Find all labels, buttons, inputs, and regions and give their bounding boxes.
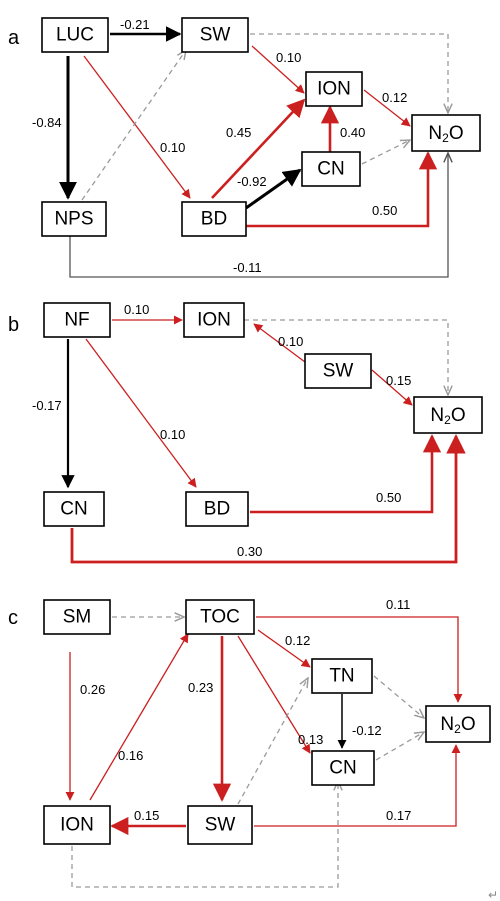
arrow-b-nf-bd	[85, 338, 197, 488]
arrow-a-luc-bd	[83, 55, 191, 199]
node-c-toc-box	[185, 599, 255, 635]
panel-c: c SM TOC TN N2O CN ION SW 0.11 0.12 0.26…	[8, 597, 491, 888]
arrow-c-toc-tn	[257, 629, 311, 668]
node-b-nf-box	[43, 302, 111, 338]
arrow-c-toc-cn	[237, 635, 311, 754]
arrow-c-sw-tn	[237, 678, 308, 805]
node-a-ion-box	[305, 71, 363, 107]
node-a-n2o: N2O	[428, 123, 463, 146]
node-b-cn: CN	[60, 499, 87, 520]
node-a-bd-box	[181, 201, 247, 237]
coef-a-sw-ion: 0.10	[276, 50, 301, 65]
coef-b-nf-bd: 0.10	[160, 427, 185, 442]
coef-a-bd-n2o: 0.50	[372, 203, 397, 218]
node-c-cn: CN	[329, 758, 356, 779]
coef-b-sw-ion: 0.10	[278, 334, 303, 349]
coef-b-cn-n2o: 0.30	[237, 544, 262, 559]
arrow-a-cn-n2o	[361, 140, 410, 165]
coef-a-bd-ion: 0.45	[226, 125, 251, 140]
node-b-bd-box	[185, 491, 249, 527]
node-a-bd: BD	[201, 209, 227, 230]
node-a-cn: CN	[317, 159, 344, 180]
coef-a-luc-sw: -0.21	[120, 17, 150, 32]
coef-a-bd-cn: -0.92	[237, 174, 267, 189]
coef-b-nf-ion: 0.10	[124, 302, 149, 317]
arrow-a-sw-n2o	[250, 33, 448, 113]
arrow-b-ion-n2o	[244, 319, 448, 395]
coef-c-toc-cn: 0.13	[298, 732, 323, 747]
node-c-sm-box	[43, 599, 111, 635]
node-c-tn-box	[311, 658, 373, 694]
panel-b-label: b	[8, 314, 19, 336]
coef-c-sw-n2o: 0.17	[386, 808, 411, 823]
arrow-c-ion-cn	[71, 781, 338, 888]
node-b-bd: BD	[204, 499, 230, 520]
coef-c-sm-ion: 0.26	[80, 682, 105, 697]
node-c-n2o: N2O	[440, 714, 475, 737]
node-a-sw: SW	[200, 25, 231, 46]
arrow-c-tn-n2o	[373, 675, 424, 718]
arrow-a-bd-n2o	[246, 151, 438, 228]
node-c-ion-box	[43, 805, 111, 845]
arrow-a-bd-ion	[211, 98, 306, 199]
coef-b-bd-n2o: 0.50	[376, 490, 401, 505]
coef-b-nf-cn: -0.17	[32, 398, 62, 413]
coef-a-ion-n2o: 0.12	[382, 90, 407, 105]
node-c-sw-box	[187, 805, 253, 845]
arrow-a-nps-sw	[81, 50, 186, 201]
node-a-cn-box	[301, 151, 361, 187]
node-a-luc-box	[41, 17, 109, 53]
node-a-sw-box	[181, 17, 249, 53]
arrow-a-ion-n2o	[363, 89, 411, 127]
node-b-nf: NF	[64, 310, 89, 331]
coef-b-sw-n2o: 0.15	[386, 373, 411, 388]
coef-a-cn-ion: 0.40	[340, 125, 365, 140]
arrow-b-sw-n2o	[371, 369, 413, 406]
arrow-c-cn-n2o	[375, 732, 424, 761]
node-b-cn-box	[43, 491, 105, 527]
coef-c-tn-cn: -0.12	[352, 723, 382, 738]
coef-c-toc-tn: 0.12	[285, 633, 310, 648]
node-b-ion-box	[183, 302, 245, 338]
arrow-c-toc-n2o	[256, 616, 463, 703]
node-b-ion: ION	[197, 310, 231, 331]
node-b-sw-box	[304, 353, 372, 389]
node-c-sw: SW	[205, 815, 236, 836]
arrow-a-nps-n2o	[69, 153, 448, 278]
coef-a-luc-nps: -0.84	[32, 115, 62, 130]
node-c-toc: TOC	[200, 607, 240, 628]
node-a-nps: NPS	[54, 209, 93, 230]
node-a-nps-box	[41, 201, 107, 237]
coef-c-toc-sw: 0.23	[188, 680, 213, 695]
arrow-b-cn-n2o	[70, 434, 466, 564]
coef-c-sw-ion: 0.15	[134, 808, 159, 823]
arrow-a-sw-ion	[251, 45, 305, 94]
coef-c-ion-toc: 0.16	[118, 748, 143, 763]
arrow-a-bd-cn	[245, 168, 302, 210]
node-c-n2o-box	[425, 705, 491, 743]
arrow-b-sw-ion	[253, 323, 306, 363]
panel-a-label: a	[8, 27, 20, 49]
node-b-n2o-box	[413, 396, 483, 434]
panel-a: a LUC SW ION N2O CN NPS BD -0.21 -0.84	[8, 17, 481, 278]
coef-a-luc-bd: 0.10	[160, 140, 185, 155]
node-a-luc: LUC	[56, 25, 94, 46]
coef-c-toc-n2o: 0.11	[386, 597, 410, 612]
node-c-ion: ION	[60, 815, 94, 836]
arrow-c-ion-toc	[89, 633, 189, 801]
node-b-sw: SW	[323, 361, 354, 382]
coef-a-nps-n2o: -0.11	[233, 260, 262, 275]
node-c-sm: SM	[63, 607, 92, 628]
panel-c-label: c	[8, 607, 18, 629]
node-a-n2o-box	[411, 114, 481, 152]
node-c-tn: TN	[329, 666, 354, 687]
arrow-c-sw-n2o	[254, 744, 461, 827]
panel-b: b NF ION SW N2O CN BD 0.10 0.10 0.15 -0.…	[8, 302, 483, 564]
node-a-ion: ION	[317, 79, 351, 100]
node-c-cn-box	[311, 750, 375, 786]
arrow-b-bd-n2o	[250, 434, 442, 514]
node-b-n2o: N2O	[430, 405, 465, 428]
footer-mark: ↵	[488, 888, 498, 901]
